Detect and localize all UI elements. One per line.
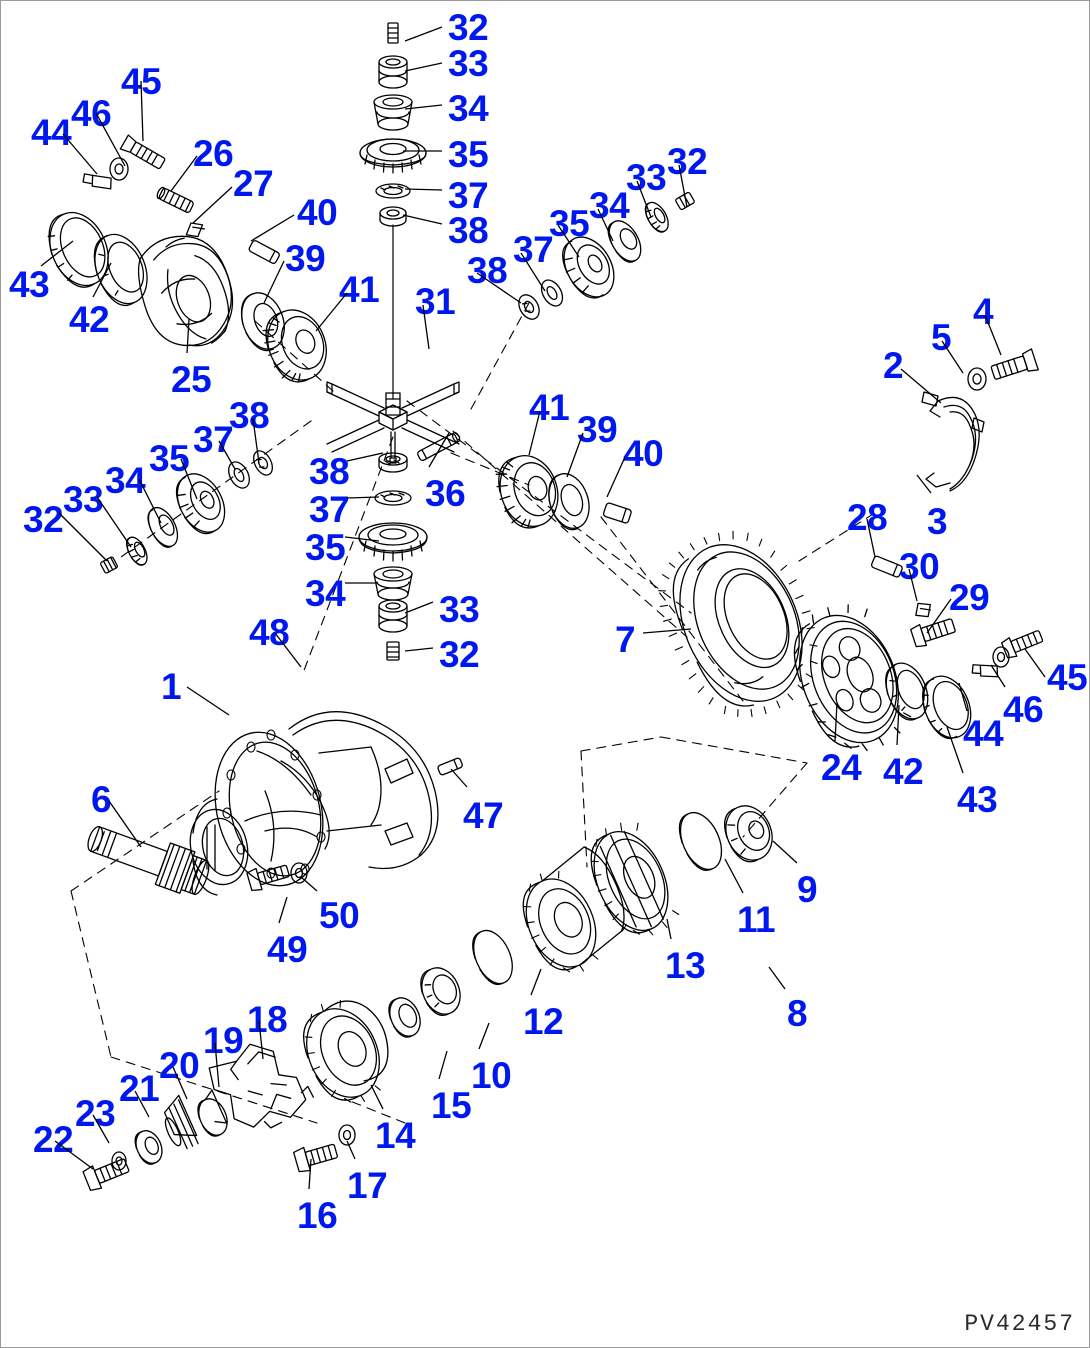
callout-label-33-32: 33 <box>63 479 104 520</box>
callout-label-2-40: 2 <box>883 345 904 386</box>
callout-label-33-1: 33 <box>448 43 489 84</box>
callout-label-32-21: 32 <box>667 141 708 182</box>
callout-label-35-3: 35 <box>448 134 489 175</box>
callout-label-49-59: 49 <box>267 929 308 970</box>
callout-label-34-2: 34 <box>448 88 489 129</box>
callout-label-39-38: 39 <box>577 409 618 450</box>
callout-label-44-49: 44 <box>963 713 1004 754</box>
callout-label-30-45: 30 <box>899 546 940 587</box>
callout-label-4-42: 4 <box>973 291 994 332</box>
callout-label-8-63: 8 <box>787 993 808 1034</box>
callout-label-44-8: 44 <box>31 112 72 153</box>
callout-label-26-9: 26 <box>193 133 234 174</box>
callout-label-42-14: 42 <box>69 299 110 340</box>
callout-label-37-4: 37 <box>448 175 489 216</box>
callout-label-9-60: 9 <box>797 869 818 910</box>
callout-label-6-56: 6 <box>91 779 112 820</box>
callout-label-23-72: 23 <box>75 1093 116 1134</box>
callout-label-46-48: 46 <box>1003 689 1044 730</box>
callout-label-18-68: 18 <box>247 999 288 1040</box>
callout-label-1-55: 1 <box>161 666 182 707</box>
callout-label-42-51: 42 <box>883 751 924 792</box>
callout-label-43-13: 43 <box>9 264 50 305</box>
callout-label-24-52: 24 <box>821 747 862 788</box>
callout-label-25-15: 25 <box>171 359 212 400</box>
callout-label-31-17: 31 <box>415 281 456 322</box>
callout-label-34-19: 34 <box>589 185 630 226</box>
callout-label-22-73: 22 <box>33 1119 74 1160</box>
callout-label-46-7: 46 <box>71 93 112 134</box>
callout-label-33-28: 33 <box>439 589 480 630</box>
callout-label-36-30: 36 <box>425 473 466 514</box>
callout-label-16-74: 16 <box>297 1195 338 1236</box>
callout-label-35-26: 35 <box>305 527 346 568</box>
callout-label-10-65: 10 <box>471 1055 512 1096</box>
callout-label-35-18: 35 <box>549 203 590 244</box>
callout-label-47-57: 47 <box>463 795 504 836</box>
callout-label-12-64: 12 <box>523 1001 564 1042</box>
callout-label-38-36: 38 <box>229 395 270 436</box>
callout-label-15-66: 15 <box>431 1085 472 1126</box>
callout-label-11-61: 11 <box>737 899 776 940</box>
callout-label-37-25: 37 <box>309 489 350 530</box>
callout-label-43-50: 43 <box>957 779 998 820</box>
callout-label-19-69: 19 <box>203 1020 244 1061</box>
callout-label-39-12: 39 <box>285 238 326 279</box>
callout-label-14-67: 14 <box>375 1115 416 1156</box>
callout-label-32-0: 32 <box>448 7 489 48</box>
callout-label-27-10: 27 <box>233 163 274 204</box>
callout-label-38-5: 38 <box>448 210 489 251</box>
callout-label-41-37: 41 <box>529 387 570 428</box>
callout-label-33-20: 33 <box>626 157 667 198</box>
callout-label-34-27: 34 <box>305 573 346 614</box>
callout-label-40-39: 40 <box>623 433 664 474</box>
callout-label-32-29: 32 <box>439 634 480 675</box>
callout-label-50-58: 50 <box>319 895 360 936</box>
callout-label-37-22: 37 <box>513 229 554 270</box>
callout-label-34-33: 34 <box>105 460 146 501</box>
callout-label-17-75: 17 <box>347 1165 388 1206</box>
callout-label-7-53: 7 <box>615 619 636 660</box>
callout-label-29-46: 29 <box>949 577 990 618</box>
callout-label-45-6: 45 <box>121 61 162 102</box>
callout-label-40-11: 40 <box>297 192 338 233</box>
callout-label-48-54: 48 <box>249 612 290 653</box>
callout-label-13-62: 13 <box>665 945 706 986</box>
drawing-number-watermark: PV42457 <box>964 1311 1075 1337</box>
callout-label-35-34: 35 <box>149 438 190 479</box>
callout-label-5-41: 5 <box>931 317 952 358</box>
callout-label-3-43: 3 <box>927 501 948 542</box>
callout-label-21-71: 21 <box>119 1068 160 1109</box>
callout-label-20-70: 20 <box>159 1045 200 1086</box>
callout-label-38-24: 38 <box>309 451 350 492</box>
callout-label-28-44: 28 <box>847 497 888 538</box>
callout-label-37-35: 37 <box>193 419 234 460</box>
callout-label-41-16: 41 <box>339 269 380 310</box>
callout-label-38-23: 38 <box>467 250 508 291</box>
callout-label-45-47: 45 <box>1047 657 1088 698</box>
callout-label-32-31: 32 <box>23 499 64 540</box>
